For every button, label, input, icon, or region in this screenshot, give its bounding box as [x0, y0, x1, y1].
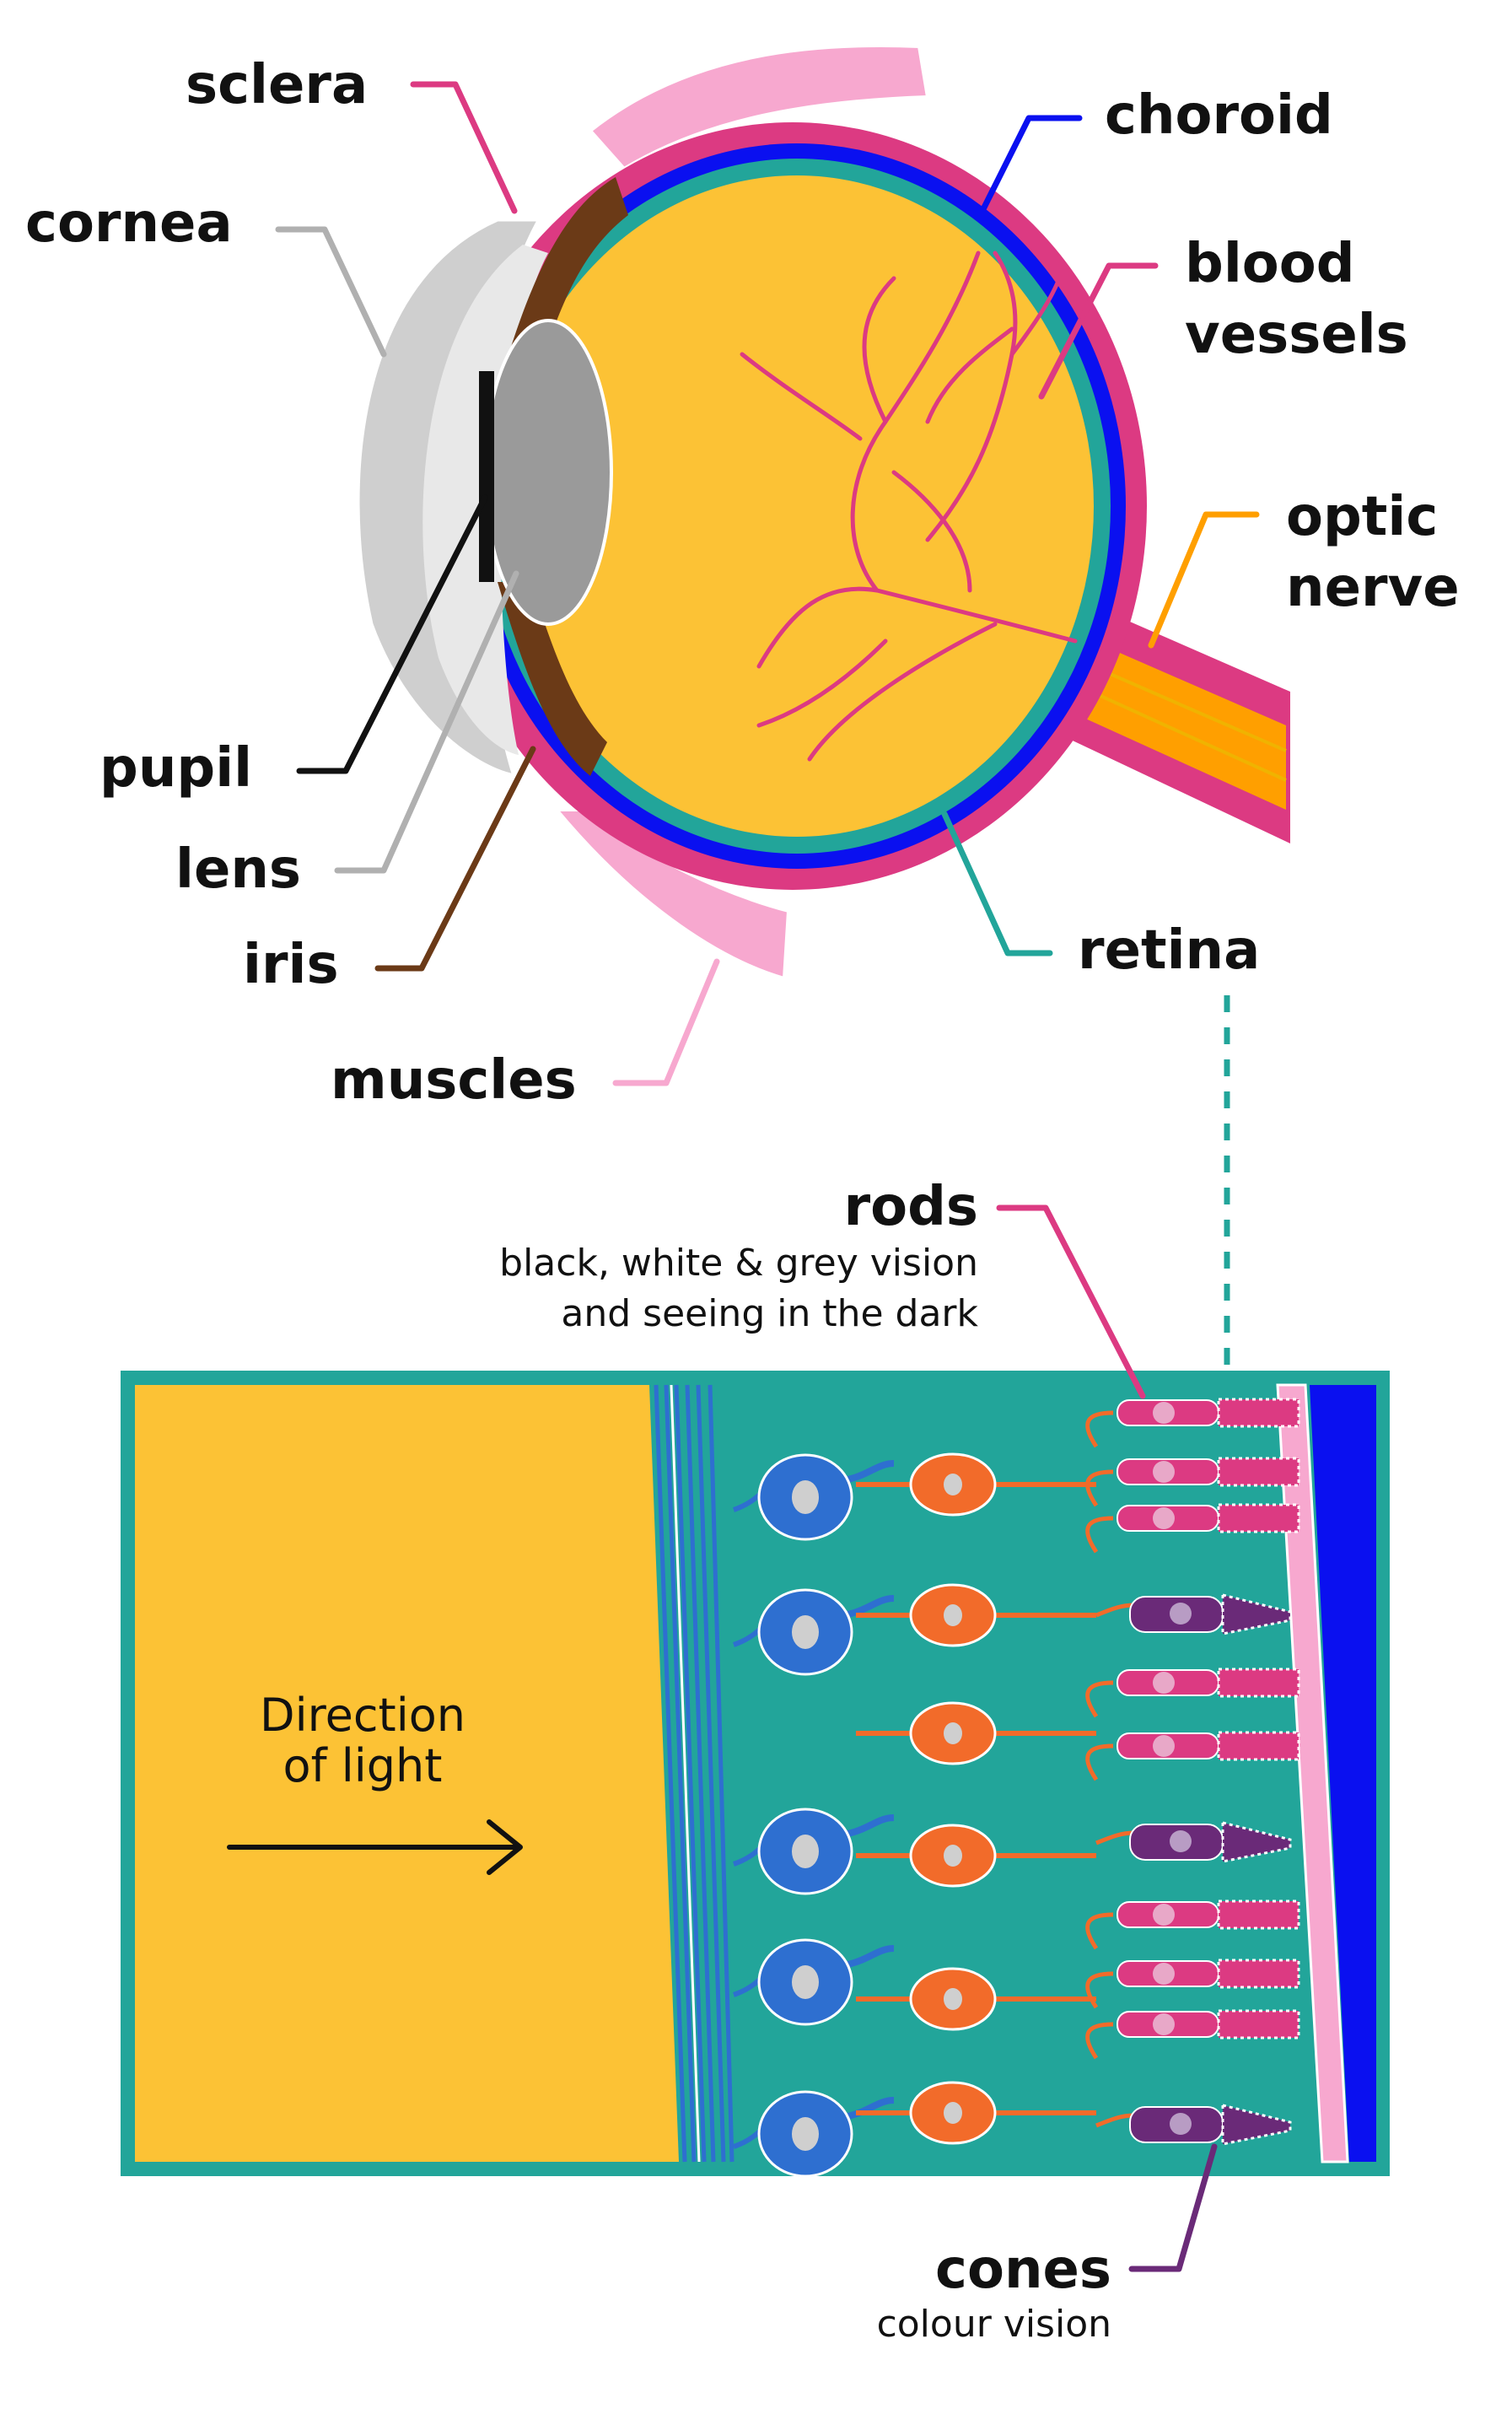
ganglion-nucleus — [792, 1965, 819, 1999]
rod-nucleus — [1153, 2013, 1175, 2035]
leader-cornea — [275, 226, 387, 358]
rod-outer-segment — [1217, 2009, 1300, 2040]
leader-optic-nerve — [1148, 511, 1260, 649]
rod-outer-segment — [1217, 1398, 1300, 1428]
rod-nucleus — [1153, 1402, 1175, 1424]
pigment-strip — [1276, 1383, 1349, 2163]
direction-text-line2: of light — [283, 1739, 443, 1792]
direction-text-line1: Direction — [260, 1689, 465, 1742]
cone-nucleus — [1170, 1603, 1192, 1625]
rod-nucleus — [1153, 1461, 1175, 1483]
arrow-right-icon — [227, 1819, 523, 1875]
label-optic-nerve-1: optic — [1286, 486, 1438, 548]
choroid-strip — [1310, 1385, 1376, 2162]
rod-synapse — [1085, 1680, 1114, 1718]
retina-cell-layers — [732, 1398, 1300, 2178]
cone-nucleus — [1170, 2113, 1192, 2135]
ganglion-nucleus — [792, 1615, 819, 1649]
label-sclera: sclera — [186, 54, 368, 116]
bipolar-nucleus — [944, 1988, 962, 2010]
bipolar-nucleus — [944, 1604, 962, 1626]
leader-pupil — [296, 494, 488, 774]
ganglion-dendrite — [842, 1814, 895, 1838]
cone-outer-segment — [1221, 1593, 1292, 1635]
rods-description-2: and seeing in the dark — [561, 1292, 978, 1335]
rod-synapse — [1085, 1410, 1114, 1448]
leader-choroid — [979, 115, 1083, 214]
cone-outer-segment — [1221, 1821, 1292, 1863]
rod-nucleus — [1153, 1963, 1175, 1985]
label-iris: iris — [243, 934, 339, 996]
eye-cross-section — [355, 43, 1290, 981]
rod-synapse — [1085, 1516, 1114, 1554]
bipolar-nucleus — [944, 1722, 962, 1744]
bipolar-nucleus — [944, 1845, 962, 1867]
cones-description: colour vision — [877, 2303, 1111, 2346]
leader-muscles — [612, 958, 720, 1086]
pupil-opening — [479, 371, 494, 582]
ganglion-nucleus — [792, 2117, 819, 2151]
label-optic-nerve-2: nerve — [1286, 557, 1460, 619]
rod-synapse — [1085, 1469, 1114, 1507]
label-rods: rods — [844, 1176, 978, 1238]
label-cornea: cornea — [25, 192, 233, 255]
ganglion-dendrite — [842, 2097, 895, 2120]
leader-retina — [941, 811, 1053, 956]
rod-outer-segment — [1217, 1668, 1300, 1698]
rod-nucleus — [1153, 1507, 1175, 1529]
label-retina: retina — [1078, 919, 1260, 982]
label-blood-vessels-1: blood — [1185, 233, 1355, 295]
ganglion-dendrite — [842, 1945, 895, 1969]
ganglion-nucleus — [792, 1835, 819, 1868]
cone-outer-segment — [1221, 2104, 1292, 2146]
iris-lower — [498, 582, 607, 776]
rod-outer-segment — [1217, 1959, 1300, 1989]
upper-muscle — [588, 43, 930, 171]
label-muscles: muscles — [331, 1049, 577, 1112]
rod-nucleus — [1153, 1735, 1175, 1757]
eye-labels: sclera cornea choroid blood vessels opti… — [25, 54, 1460, 1366]
rod-nucleus — [1153, 1672, 1175, 1694]
label-lens: lens — [175, 838, 301, 901]
blood-vessel-network — [740, 251, 1078, 762]
rod-outer-segment — [1217, 1899, 1300, 1930]
rod-outer-segment — [1217, 1457, 1300, 1487]
leader-lens — [334, 570, 519, 874]
ganglion-nucleus — [792, 1480, 819, 1514]
ganglion-dendrite — [842, 1460, 895, 1484]
rod-synapse — [1085, 2022, 1114, 2060]
leader-iris — [374, 746, 536, 972]
rod-outer-segment — [1217, 1731, 1300, 1761]
ganglion-dendrite — [842, 1595, 895, 1619]
rod-synapse — [1085, 1743, 1114, 1781]
nerve-fibre-highlight — [670, 1384, 701, 2163]
leader-rods — [996, 1204, 1146, 1399]
leader-blood-vessels — [1038, 262, 1159, 400]
bipolar-nucleus — [944, 1474, 962, 1495]
rod-outer-segment — [1217, 1503, 1300, 1533]
retina-detail-panel: Direction of light — [121, 1371, 1390, 2178]
retina-cell-labels: rods black, white & grey vision and seei… — [499, 1176, 1218, 2346]
rod-synapse — [1085, 1912, 1114, 1950]
vitreous-region — [135, 1385, 679, 2162]
leader-cones — [1128, 2143, 1218, 2272]
rod-synapse — [1085, 1971, 1114, 2009]
bipolar-nucleus — [944, 2102, 962, 2124]
label-cones: cones — [935, 2239, 1111, 2301]
label-blood-vessels-2: vessels — [1185, 304, 1408, 366]
cone-nucleus — [1170, 1830, 1192, 1852]
vitreous-body — [500, 175, 1094, 837]
lens-shape — [483, 319, 613, 626]
rods-description-1: black, white & grey vision — [499, 1242, 978, 1285]
label-pupil: pupil — [100, 737, 252, 800]
nerve-fibre-layer — [654, 1384, 734, 2163]
leader-sclera — [410, 81, 518, 214]
rod-nucleus — [1153, 1904, 1175, 1926]
label-choroid: choroid — [1105, 84, 1333, 147]
